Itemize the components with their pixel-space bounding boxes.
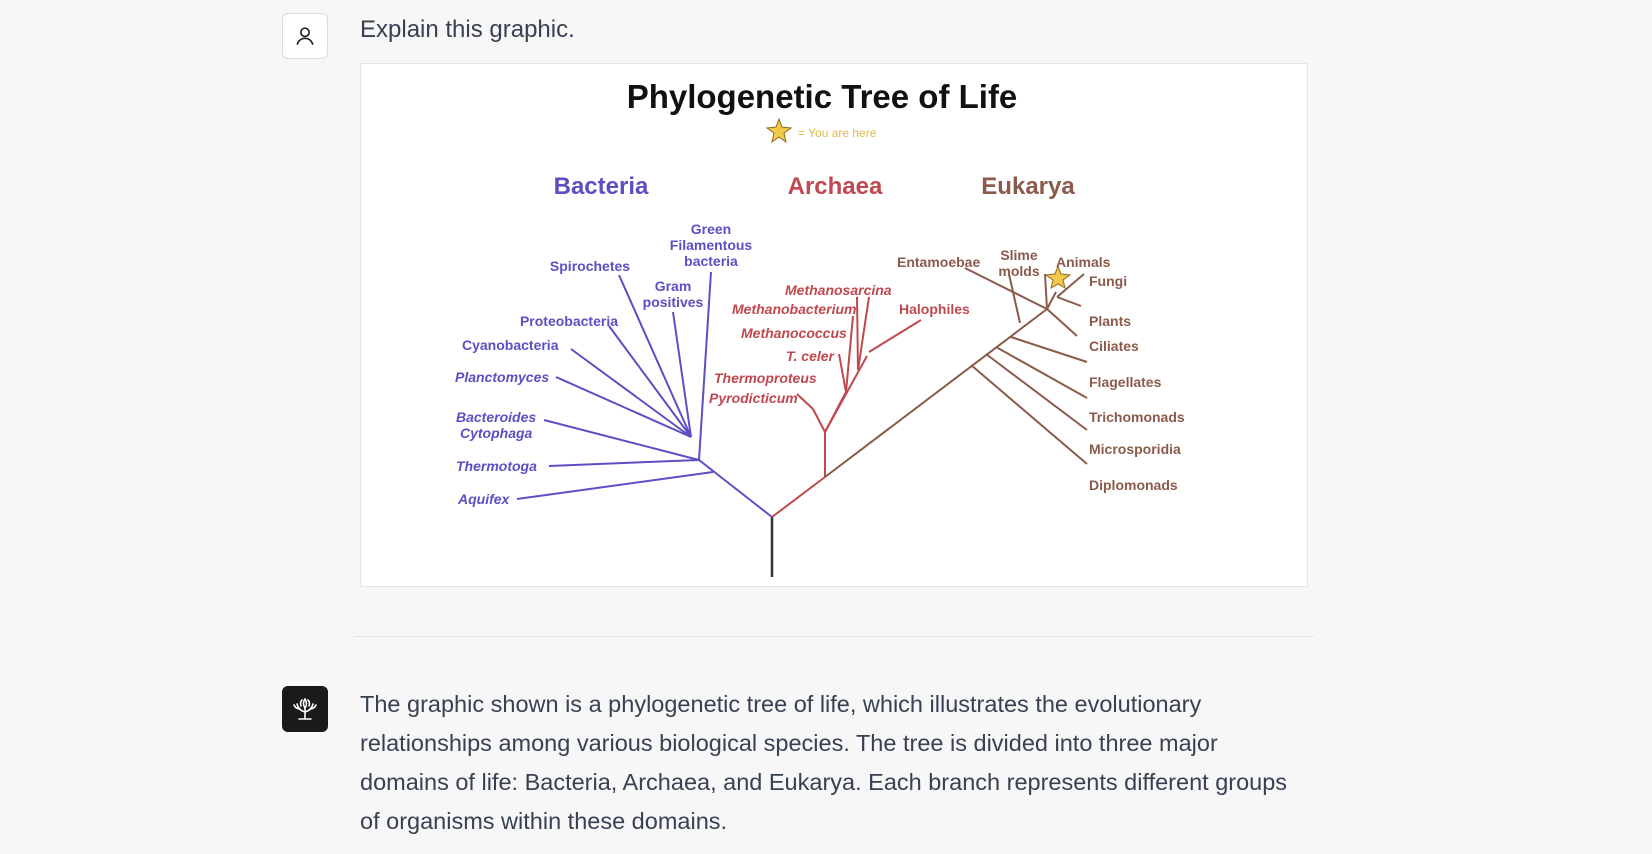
label-bacteroides: Bacteroides (456, 409, 536, 425)
bacteria-labels: Green Filamentous bacteria Spirochetes G… (455, 221, 752, 507)
you-are-here-legend: = You are here (765, 117, 877, 144)
attached-image[interactable]: Phylogenetic Tree of Life = You are here… (360, 63, 1308, 587)
label-gram-positives-2: positives (643, 294, 704, 310)
assistant-logo-icon (293, 698, 317, 720)
label-trichomonads: Trichomonads (1089, 409, 1185, 425)
label-t-celer: T. celer (786, 348, 836, 364)
person-icon (296, 27, 314, 45)
label-methanobacterium: Methanobacterium (732, 301, 856, 317)
eukarya-labels: Entamoebae Slime molds Animals Fungi Pla… (897, 247, 1185, 493)
domain-archaea: Archaea (788, 173, 883, 200)
domain-bacteria: Bacteria (554, 173, 649, 200)
star-icon (1044, 264, 1072, 290)
label-diplomonads: Diplomonads (1089, 477, 1178, 493)
label-spirochetes: Spirochetes (550, 258, 630, 274)
label-plants: Plants (1089, 313, 1131, 329)
eukarya-branches (824, 267, 1088, 478)
label-planctomyces: Planctomyces (455, 369, 549, 385)
label-green-filamentous-2: Filamentous (670, 237, 753, 253)
label-thermotoga: Thermotoga (456, 458, 537, 474)
label-cytophaga: Cytophaga (460, 425, 533, 441)
label-slime-molds-2: molds (998, 263, 1039, 279)
legend-text: = You are here (798, 126, 877, 140)
assistant-avatar (282, 686, 328, 732)
label-animals: Animals (1056, 254, 1111, 270)
label-entamoebae: Entamoebae (897, 254, 980, 270)
domain-eukarya: Eukarya (981, 173, 1075, 200)
label-flagellates: Flagellates (1089, 374, 1162, 390)
archaea-branches (771, 296, 922, 518)
label-microsporidia: Microsporidia (1089, 441, 1181, 457)
label-aquifex: Aquifex (457, 491, 511, 507)
label-methanococcus: Methanococcus (741, 325, 847, 341)
label-cyanobacteria: Cyanobacteria (462, 337, 559, 353)
user-avatar (282, 13, 328, 59)
phylogenetic-tree-figure: Phylogenetic Tree of Life = You are here… (455, 78, 1185, 577)
label-methanosarcina: Methanosarcina (785, 282, 892, 298)
archaea-labels: Methanosarcina Methanobacterium Halophil… (709, 282, 970, 406)
label-fungi: Fungi (1089, 273, 1127, 289)
label-gram-positives: Gram (655, 278, 692, 294)
label-proteobacteria: Proteobacteria (520, 313, 618, 329)
label-thermoproteus: Thermoproteus (714, 370, 817, 386)
bacteria-branches (516, 271, 773, 518)
label-green-filamentous-3: bacteria (684, 253, 738, 269)
label-slime-molds: Slime (1000, 247, 1038, 263)
label-halophiles: Halophiles (899, 301, 970, 317)
label-pyrodicticum: Pyrodicticum (709, 390, 798, 406)
label-ciliates: Ciliates (1089, 338, 1139, 354)
turn-divider (354, 636, 1314, 637)
figure-title: Phylogenetic Tree of Life (627, 78, 1018, 115)
label-green-filamentous: Green (691, 221, 731, 237)
assistant-reply: The graphic shown is a phylogenetic tree… (360, 691, 1288, 834)
star-icon (765, 117, 793, 144)
user-prompt: Explain this graphic. (360, 16, 575, 43)
